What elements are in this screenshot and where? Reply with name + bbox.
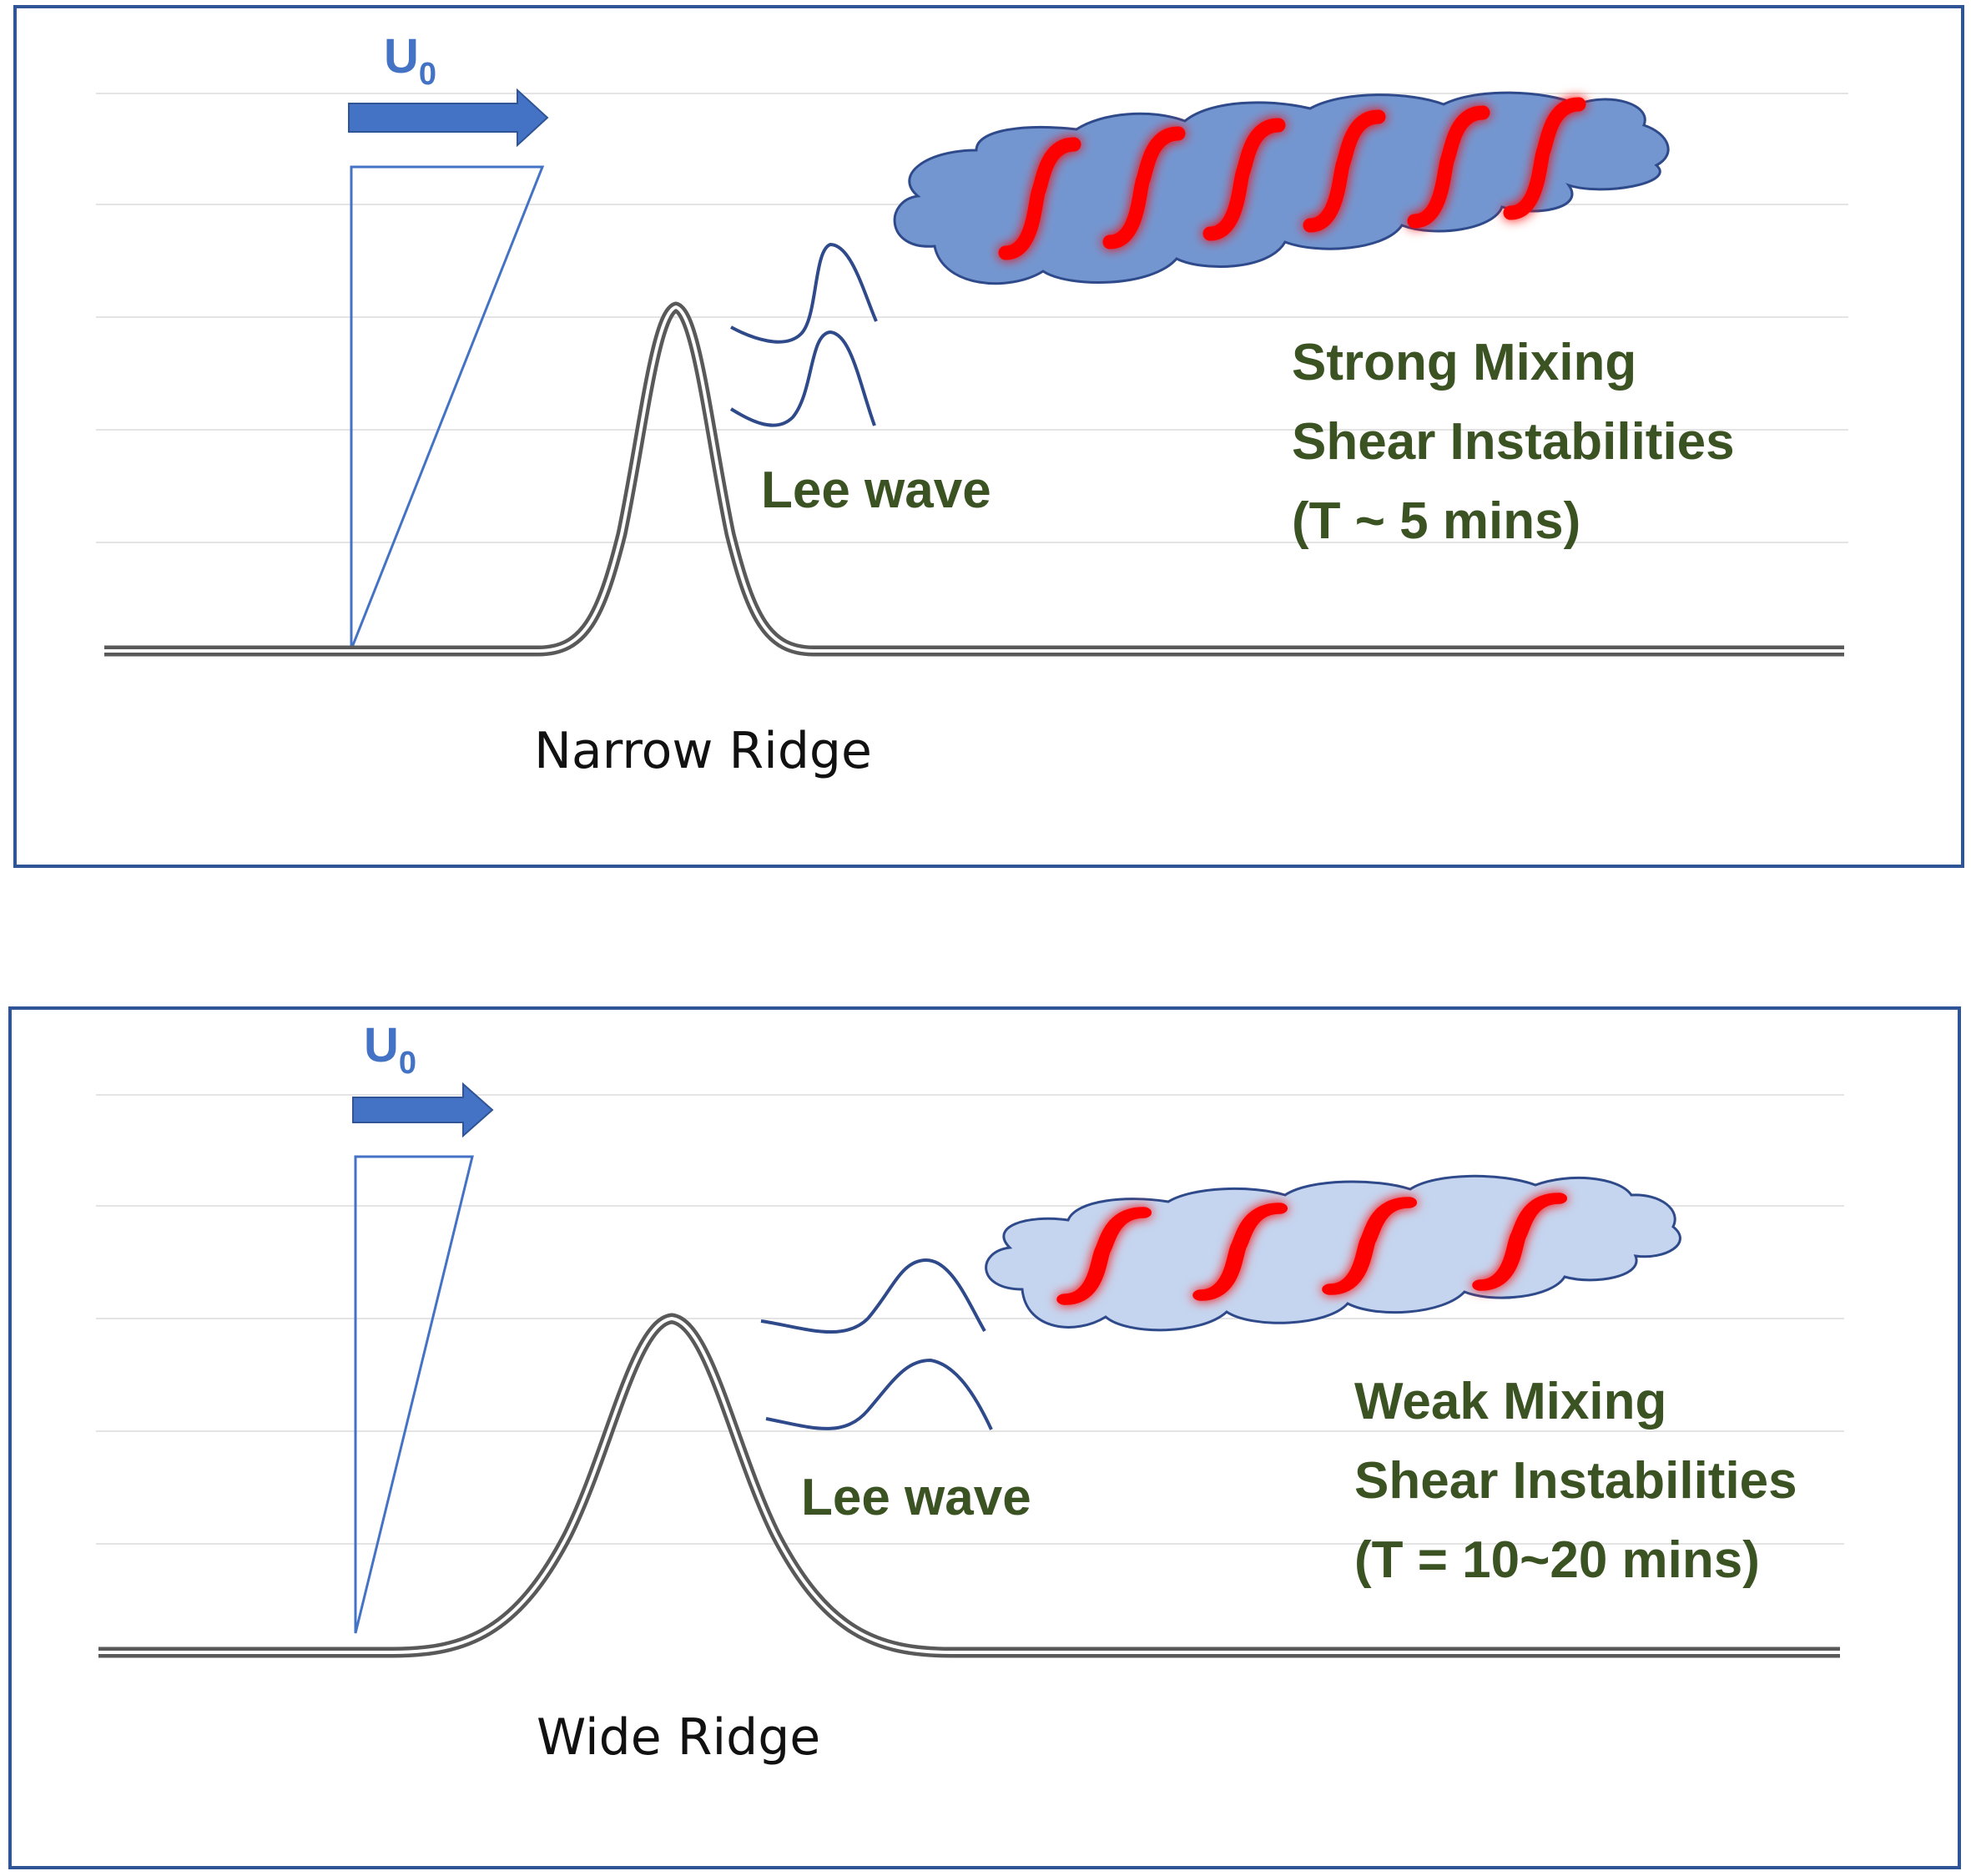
bottom-velocity-profile: [354, 1155, 474, 1634]
bottom-lee-wave-label: Lee wave: [801, 1469, 1031, 1526]
top-lee-wave-label: Lee wave: [761, 461, 991, 519]
top-panel: U0 Lee wave Stron: [13, 5, 1964, 868]
top-lee-waves: [729, 242, 878, 427]
top-ridge-label: Narrow Ridge: [534, 722, 872, 780]
top-mixing-line-2: Shear Instabilities: [1292, 413, 1735, 471]
top-mixing-cloud: [893, 91, 1670, 285]
bottom-panel-border: [8, 1006, 1961, 1869]
bottom-ridge-label: Wide Ridge: [537, 1708, 820, 1767]
bottom-cloud-shape: [985, 1174, 1681, 1332]
bottom-panel: U0 Lee wave Weak Mixing Shear Instabilit…: [8, 1006, 1961, 1869]
top-mixing-line-3: (T ~ 5 mins): [1292, 492, 1580, 550]
bottom-mixing-line-3: (T = 10~20 mins): [1354, 1531, 1760, 1589]
bottom-mixing-text: Weak Mixing Shear Instabilities (T = 10~…: [1354, 1373, 1797, 1589]
top-velocity-label: U0: [384, 29, 436, 92]
bottom-lee-waves: [760, 1258, 993, 1430]
bottom-mixing-line-2: Shear Instabilities: [1354, 1452, 1797, 1510]
bottom-ridge: [98, 1313, 1840, 1658]
top-cloud-shape: [893, 91, 1670, 285]
top-velocity-profile: [350, 165, 545, 650]
bottom-flow-arrow-icon: [352, 1082, 494, 1138]
top-ridge: [104, 301, 1844, 657]
top-mixing-line-1: Strong Mixing: [1292, 334, 1636, 391]
bottom-mixing-line-1: Weak Mixing: [1354, 1373, 1666, 1430]
bottom-velocity-label: U0: [364, 1018, 416, 1081]
top-mixing-text: Strong Mixing Shear Instabilities (T ~ 5…: [1292, 334, 1735, 550]
top-flow-arrow-icon: [348, 88, 549, 148]
bottom-mixing-cloud: [985, 1174, 1681, 1332]
